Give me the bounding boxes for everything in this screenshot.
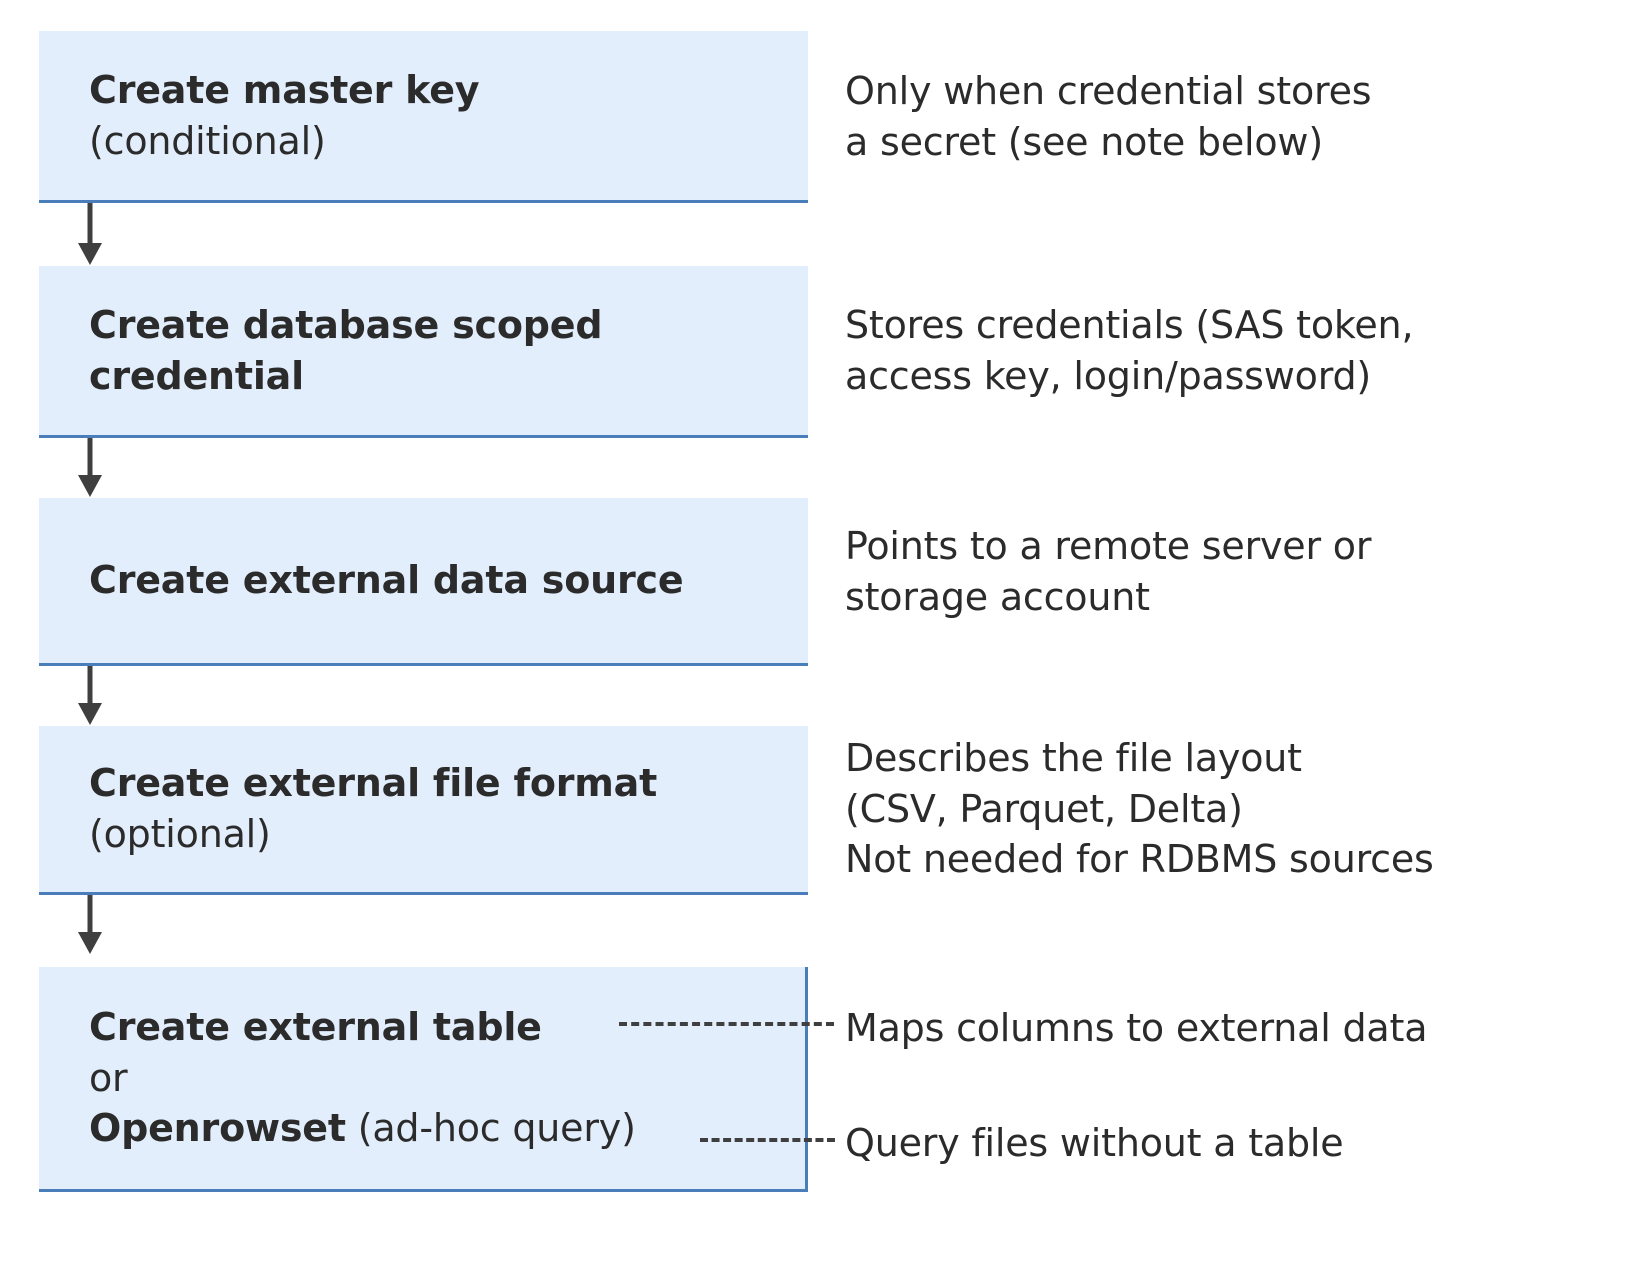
note-create-external-file-format: Describes the file layout (CSV, Parquet,… <box>845 733 1434 885</box>
step-label-secondary: (optional) <box>89 812 271 856</box>
openrowset-keyword: Openrowset <box>89 1106 346 1151</box>
note-external-table: Maps columns to external data <box>845 1003 1427 1054</box>
step-box-create-external-data-source: Create external data source <box>39 498 808 666</box>
step-label-primary: Create master key <box>89 67 480 112</box>
step-box-create-external-file-format: Create external file format (optional) <box>39 726 808 895</box>
dashed-connector-external-table <box>619 1022 834 1026</box>
step-label-primary: Create database scoped <box>89 302 603 347</box>
step-box-create-external-table-or-openrowset: Create external table or Openrowset (ad-… <box>39 967 808 1192</box>
step-label-primary: Create external file format <box>89 761 658 806</box>
openrowset-qualifier: (ad-hoc query) <box>345 1106 636 1151</box>
step-label-or: or <box>89 1055 128 1100</box>
flow-arrow-1 <box>74 203 106 266</box>
note-line: Stores credentials (SAS token, <box>845 303 1414 347</box>
step-label-openrowset: Openrowset (ad-hoc query) <box>89 1103 805 1154</box>
step-label-primary: Create external data source <box>89 558 684 603</box>
note-create-master-key: Only when credential stores a secret (se… <box>845 66 1372 167</box>
note-line: Not needed for RDBMS sources <box>845 837 1434 882</box>
note-line: (CSV, Parquet, Delta) <box>845 786 1243 831</box>
step-box-create-database-scoped-credential: Create database scoped credential <box>39 266 808 438</box>
note-line: Maps columns to external data <box>845 1006 1428 1050</box>
note-line: access key, login/password) <box>845 353 1372 398</box>
dashed-connector-openrowset <box>700 1138 835 1142</box>
note-line: storage account <box>845 574 1150 619</box>
note-line: a secret (see note below) <box>845 119 1323 164</box>
note-create-external-data-source: Points to a remote server or storage acc… <box>845 521 1371 622</box>
note-line: Points to a remote server or <box>845 524 1372 568</box>
step-box-create-master-key: Create master key (conditional) <box>39 31 808 203</box>
flow-arrow-3 <box>74 666 106 726</box>
note-create-database-scoped-credential: Stores credentials (SAS token, access ke… <box>845 300 1414 401</box>
flow-arrow-4 <box>74 895 106 955</box>
note-openrowset: Query files without a table <box>845 1118 1344 1169</box>
note-line: Only when credential stores <box>845 69 1372 113</box>
step-label-secondary: (conditional) <box>89 118 326 163</box>
step-label-external-table: Create external table <box>89 1005 542 1050</box>
note-line: Query files without a table <box>845 1121 1344 1165</box>
step-label-secondary: credential <box>89 353 304 398</box>
flow-arrow-2 <box>74 438 106 498</box>
note-line: Describes the file layout <box>845 736 1302 780</box>
